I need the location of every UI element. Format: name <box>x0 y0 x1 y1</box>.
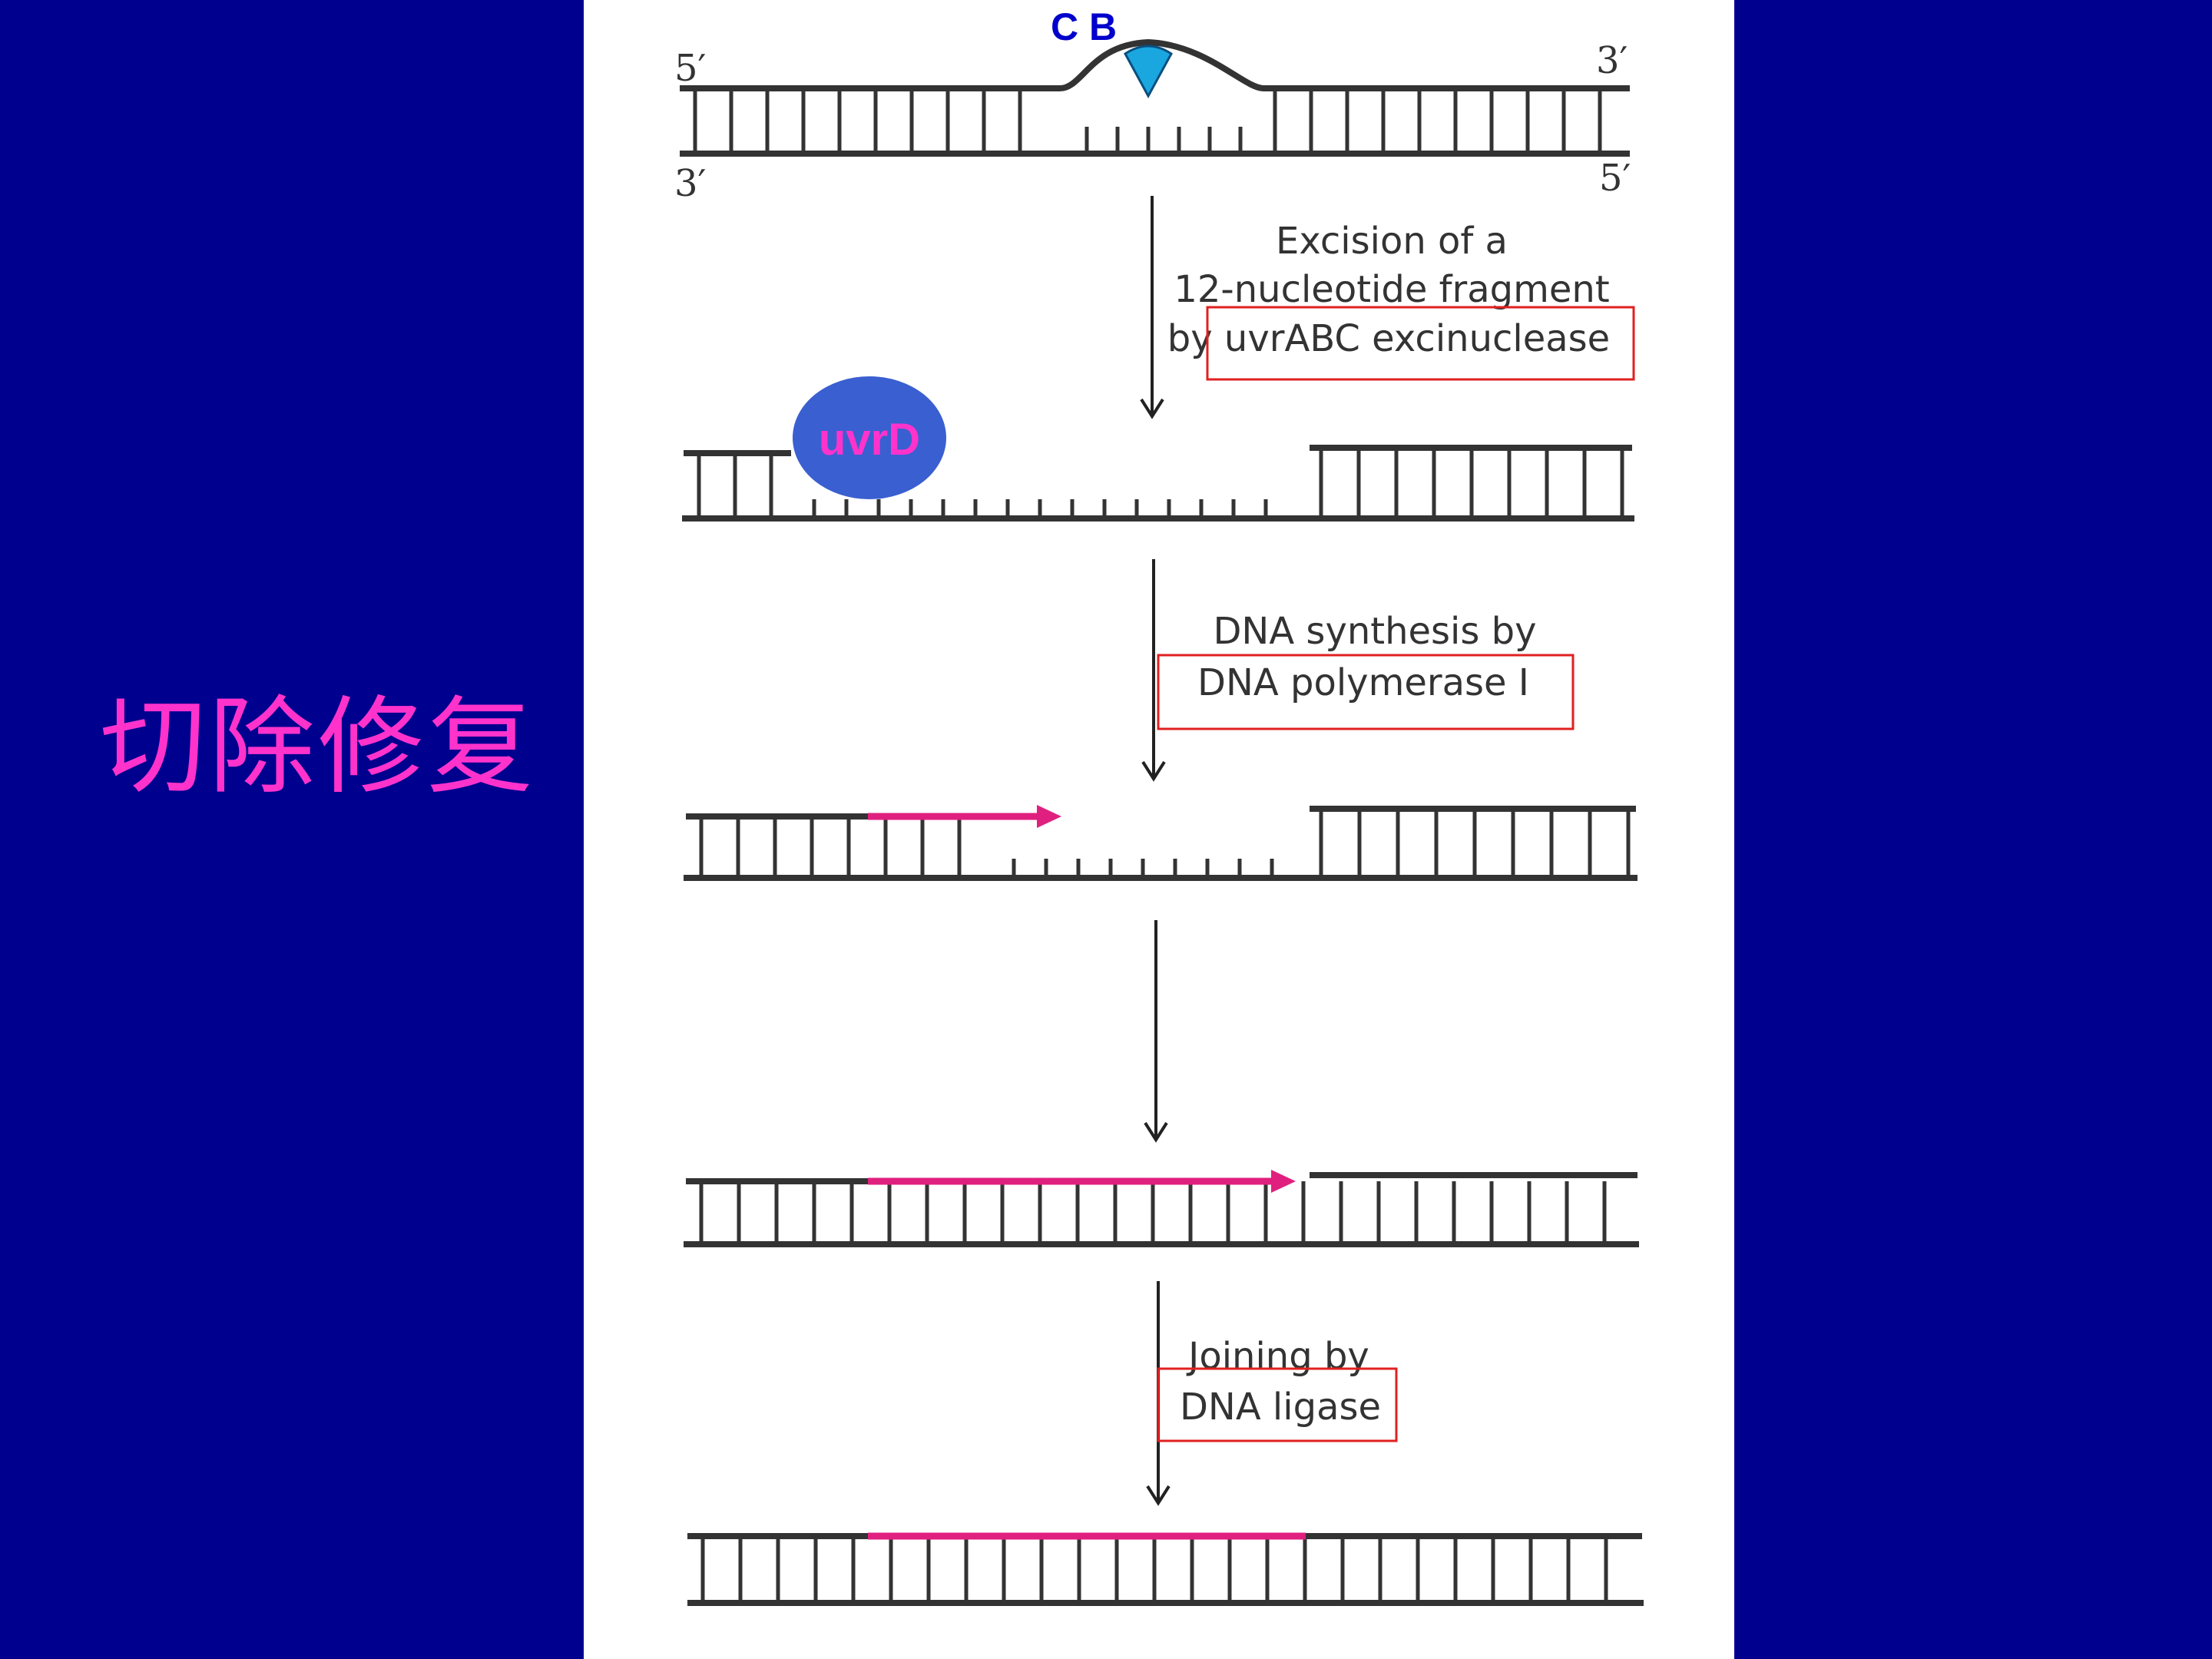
stage-gapped-dna: uvrD <box>682 376 1634 522</box>
step-4-line-2: DNA ligase <box>1180 1386 1381 1429</box>
unpaired-bases <box>1084 127 1243 154</box>
slide-title: 切除修复 <box>100 685 537 809</box>
stage-repaired-dna <box>687 1532 1644 1606</box>
stage-partial-synthesis <box>684 805 1637 881</box>
step-1-line-1: Excision of a <box>1276 220 1508 263</box>
stage-damaged-dna: 5′ 3′ 3′ 5′ C B <box>674 5 1631 205</box>
highlight-box-uvrabc <box>1206 306 1635 381</box>
step-arrow-3 <box>1144 920 1168 1143</box>
base-pairs <box>699 809 1631 878</box>
diagram-panel: 5′ 3′ 3′ 5′ C B Excision of a 12-nucleot… <box>584 0 1734 1659</box>
step-1-line-3: by uvrABC excinuclease <box>1167 317 1610 360</box>
uvrd-label: uvrD <box>819 415 920 465</box>
end-label-bottom-right: 5′ <box>1599 157 1631 200</box>
step-label-1: Excision of a 12-nucleotide fragment by … <box>1167 220 1635 381</box>
uvrcb-protein <box>1124 45 1173 99</box>
unpaired-bases <box>1012 859 1274 878</box>
step-2-line-1: DNA synthesis by <box>1213 610 1536 653</box>
new-strand-arrowhead <box>1271 1170 1296 1193</box>
end-label-top-left: 5′ <box>674 47 706 90</box>
unpaired-bases <box>812 499 1268 518</box>
highlight-box-ligase <box>1157 1367 1398 1442</box>
step-arrow-2 <box>1141 559 1166 782</box>
top-strand <box>680 38 1630 91</box>
highlight-box-polymerase <box>1157 654 1575 730</box>
base-pairs <box>700 1536 1608 1603</box>
cb-label: C B <box>1051 5 1117 48</box>
base-pairs <box>699 1181 1607 1244</box>
step-arrow-1 <box>1140 196 1164 419</box>
end-label-top-right: 3′ <box>1596 39 1628 82</box>
step-2-line-2: DNA polymerase I <box>1197 661 1529 704</box>
end-label-bottom-left: 3′ <box>674 162 706 205</box>
new-strand-arrowhead <box>1037 805 1061 828</box>
step-label-4: Joining by DNA ligase <box>1157 1335 1398 1442</box>
uvrd-protein <box>793 376 946 499</box>
base-pairs <box>697 448 1624 518</box>
repair-diagram: 5′ 3′ 3′ 5′ C B Excision of a 12-nucleot… <box>674 5 1644 1606</box>
base-pairs <box>693 88 1602 154</box>
step-4-line-1: Joining by <box>1186 1335 1369 1378</box>
step-label-2: DNA synthesis by DNA polymerase I <box>1157 610 1575 730</box>
stage-full-synthesis <box>684 1170 1639 1247</box>
step-1-line-2: 12-nucleotide fragment <box>1174 268 1609 311</box>
